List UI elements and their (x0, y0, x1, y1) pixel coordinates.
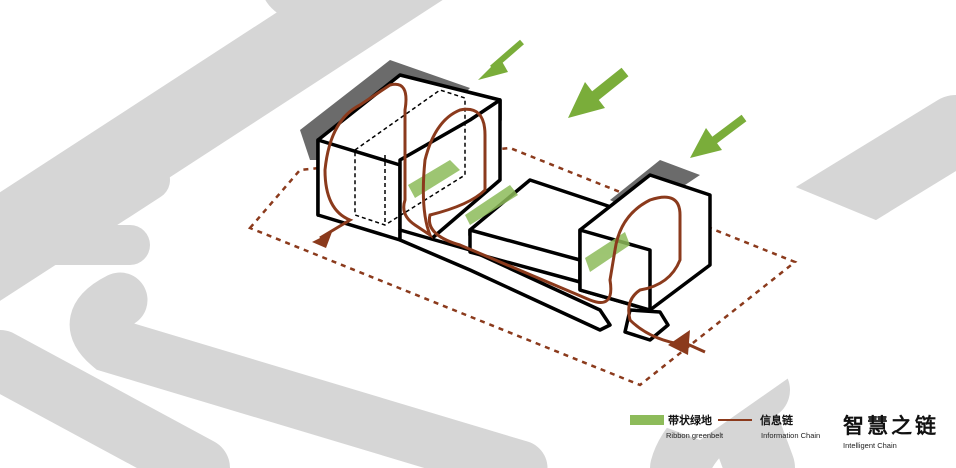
road-upper-left (0, 160, 170, 301)
legend-info-chain: 信息链 Information Chain (718, 412, 820, 440)
road-bottom-left (0, 330, 230, 468)
greenbelt-strip-2 (465, 185, 518, 225)
road-top (0, 0, 443, 280)
green-arrow-icon-2 (568, 67, 629, 118)
greenbelt-label-cn: 带状绿地 (668, 415, 712, 427)
chain-arrow-start-icon (312, 232, 332, 248)
chain-tail (684, 341, 706, 354)
info-chain-label-cn: 信息链 (760, 415, 793, 427)
greenbelt-strip-1 (408, 160, 460, 198)
road-diagonal-mid (69, 272, 548, 468)
ribbon-greenbelt (408, 160, 630, 272)
building-right-foot (623, 308, 670, 342)
info-chain-label-en: Information Chain (761, 431, 821, 440)
legend-greenbelt: 带状绿地 Ribbon greenbelt (630, 412, 723, 440)
buildings (300, 60, 712, 342)
greenbelt-swatch (630, 415, 664, 425)
building-dashed-volume (354, 89, 466, 226)
greenbelt-strip-3 (585, 232, 630, 272)
greenbelt-label-en: Ribbon greenbelt (666, 431, 724, 440)
chain-arrow-end-icon (668, 330, 690, 355)
legend-title: 智慧之链 Intelligent Chain (843, 410, 939, 450)
wind-arrows (478, 39, 747, 158)
title-cn: 智慧之链 (843, 415, 939, 438)
green-arrow-icon-1 (478, 39, 524, 80)
title-en: Intelligent Chain (843, 441, 897, 450)
information-chain (319, 82, 686, 347)
info-chain-swatch (718, 419, 752, 421)
green-arrow-icon-3 (690, 114, 747, 158)
